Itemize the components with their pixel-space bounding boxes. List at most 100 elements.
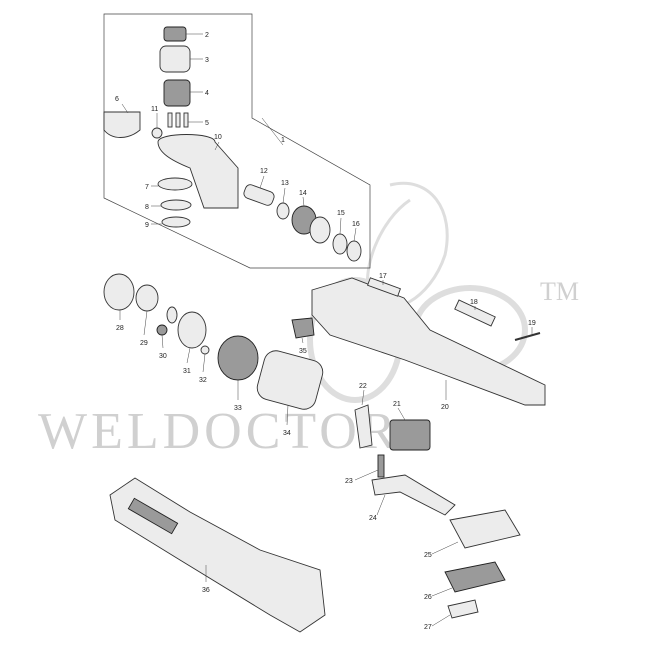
part-wire-terminal [291,317,315,339]
part-ring [161,216,191,228]
part-gear-cage [163,79,191,107]
part-nut [156,324,168,336]
watermark-trademark: TM [540,277,579,306]
callout-17: 17 [379,273,387,280]
callout-18: 18 [470,299,478,306]
callout-24: 24 [369,515,377,522]
callout-30: 30 [159,353,167,360]
motor-front-parts [103,273,324,410]
callout-11: 11 [151,106,158,113]
part-label [367,277,401,297]
part-trigger [354,404,373,449]
leader-line [339,217,342,235]
part-housing-half [311,277,546,406]
callout-36: 36 [202,587,210,594]
part-cover [103,111,141,138]
callout-14: 14 [299,190,307,197]
leader-line [302,196,305,207]
callout-9: 9 [145,222,149,229]
callout-27: 27 [424,624,432,631]
callout-23: 23 [345,478,353,485]
part-screw [200,345,210,355]
part-screw-long [514,332,541,341]
callout-28: 28 [116,325,124,332]
callout-34: 34 [283,430,291,437]
leader-line [431,587,453,597]
callout-32: 32 [199,377,207,384]
part-ring [160,199,192,211]
assembly-frame [103,13,371,269]
part-terminal-holder [371,474,456,516]
part-motor-cover [217,335,259,381]
leader-line [376,494,386,516]
watermark-swoosh [365,181,449,310]
callout-6: 6 [115,96,119,103]
part-gear-ring [103,273,135,311]
callout-25: 25 [424,552,432,559]
part-brand-plate [127,497,179,535]
callout-16: 16 [352,221,360,228]
leader-line [214,141,220,151]
callout-7: 7 [145,184,149,191]
leader-line [431,614,451,627]
leader-line [354,469,379,481]
callout-26: 26 [424,594,432,601]
callout-19: 19 [528,320,536,327]
part-pin [175,112,181,128]
part-spring [377,454,385,478]
part-gear-carrier [135,284,159,312]
callout-31: 31 [183,368,191,375]
leader-line [202,353,206,373]
part-bearing-small [166,306,178,324]
main-housing-parts [311,277,546,406]
leader-line [361,389,365,406]
part-ball [151,127,163,139]
complete-housing [109,477,326,633]
part-ring [332,233,348,255]
callout-22: 22 [359,383,367,390]
part-washer-large [177,311,207,349]
part-pin [183,112,189,128]
part-motor [256,350,324,410]
ratchet-head-parts [103,26,362,262]
part-pcb [444,561,506,593]
part-drive-shaft [243,184,275,206]
callout-1: 1 [281,137,285,144]
leader-line [259,175,265,189]
part-selector-knob [163,26,187,42]
callout-15: 15 [337,210,345,217]
leader-line [121,103,129,114]
leader-line [397,407,406,421]
part-pad [447,599,479,619]
callout-21: 21 [393,401,401,408]
callout-2: 2 [205,32,209,39]
watermark-text: WELDOCTOR [38,403,399,460]
part-controller [449,509,521,549]
part-washer [276,202,290,220]
part-label [454,299,496,327]
callout-3: 3 [205,57,209,64]
part-complete-housing [109,477,326,633]
part-pin [167,112,173,128]
callout-10: 10 [214,134,222,141]
part-ratchet-housing [157,134,239,209]
leader-line [161,334,164,349]
leader-line [186,347,191,364]
part-anvil [159,45,191,73]
leader-line [301,337,304,344]
callout-35: 35 [299,348,307,355]
callout-8: 8 [145,204,149,211]
callout-5: 5 [205,120,209,127]
leader-lines [119,33,533,627]
leader-line [143,310,148,336]
part-ring [157,177,193,191]
callout-numbers: 2 3 4 5 6 11 10 1 7 8 9 12 13 14 15 16 1… [115,32,536,631]
part-switch [389,419,431,451]
callout-4: 4 [205,90,209,97]
switch-battery-parts [354,404,521,619]
leader-line [431,541,459,555]
callout-13: 13 [281,180,289,187]
leader-line [353,227,357,242]
